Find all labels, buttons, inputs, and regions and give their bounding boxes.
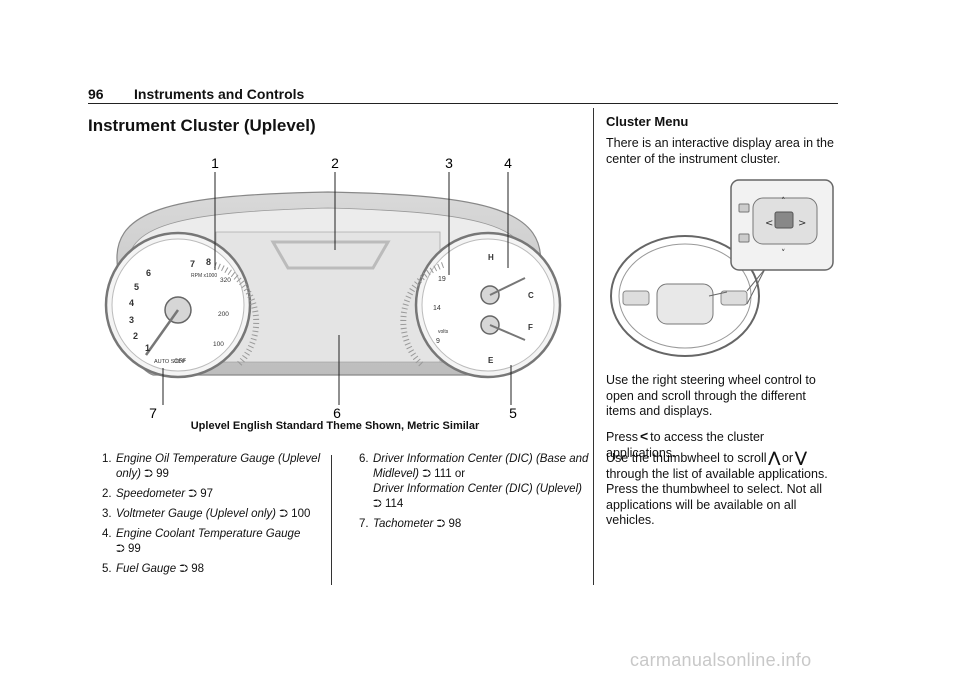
legend-list-right: 6.Driver Information Center (DIC) (Base … [359,452,589,537]
column-divider [331,455,332,585]
fuel-f-label: F [528,323,533,332]
ref-arrow-icon: ⮊ [436,518,446,530]
inset-down-chevron-icon: ˅ [781,249,786,259]
ref-arrow-icon: ⮊ [422,468,431,480]
thumbwheel-paragraph: Use the thumbwheel to scroll⋀or⋁through … [606,449,828,527]
page-link[interactable]: 99 [127,543,141,555]
figure-caption: Uplevel English Standard Theme Shown, Me… [190,420,480,432]
list-item: 2.Speedometer ⮊ 97 [102,488,213,500]
page-link[interactable]: 114 [384,498,404,510]
up-chevron-icon: ⋀ [768,449,780,465]
callout-7: 7 [149,405,157,420]
fuel-e-label: E [488,356,494,365]
list-item: 7.Tachometer ⮊ 98 [359,518,462,530]
ref-arrow-icon: ⮊ [373,498,382,510]
page-link[interactable]: 97 [200,488,213,500]
list-item: 5.Fuel Gauge ⮊ 98 [102,563,205,575]
ref-arrow-icon: ⮊ [144,468,153,480]
page-number: 96 [88,86,104,102]
auto-stop-label: AUTO STOP [154,359,186,365]
down-chevron-icon: ⋁ [795,449,807,465]
page-link[interactable]: 99 [156,468,169,480]
tach-tick-1: 1 [145,343,150,353]
left-chevron-icon: < [639,428,649,444]
auto-stop-off-label: OFF [174,359,186,365]
ref-arrow-icon: ⮊ [279,508,288,520]
page-heading: Instrument Cluster (Uplevel) [88,116,316,135]
page-link[interactable]: 98 [448,518,462,530]
page-link[interactable]: 111 [434,468,452,480]
tach-tick-6: 6 [146,268,151,278]
volts-label: volts [438,329,449,335]
callout-1: 1 [211,155,219,171]
instrument-cluster-illustration: 1 2 3 4 7 6 5 8 7 6 5 4 3 2 1 RPM x1000 … [104,155,562,420]
callout-4: 4 [504,155,512,171]
legend-list-left: 1.Engine Oil Temperature Gauge (Uplevel … [102,452,330,582]
tach-tick-8: 8 [206,257,211,267]
ref-arrow-icon: ⮊ [116,543,125,555]
oil-temp-tick-320: 320 [220,277,231,284]
tach-tick-2: 2 [133,331,138,341]
volt-tick-14: 14 [433,305,441,312]
tach-tick-5: 5 [134,282,139,292]
oil-temp-tick-100: 100 [213,341,224,348]
tach-tick-3: 3 [129,315,134,325]
page-link[interactable]: 98 [191,563,205,575]
tach-tick-4: 4 [129,298,134,308]
inset-right-chevron-icon: > [798,218,806,229]
header-rule [88,103,838,104]
callout-6: 6 [333,405,341,420]
inset-up-chevron-icon: ˄ [781,197,786,207]
oil-temp-tick-200: 200 [218,311,229,318]
tach-unit: RPM x1000 [191,273,217,279]
ref-arrow-icon: ⮊ [179,563,189,575]
steering-wheel-illustration: < > ˄ ˅ [610,179,834,357]
coolant-c-label: C [528,291,534,300]
press-paragraph: Press<to access the cluster applications… [606,428,765,460]
list-item: 3.Voltmeter Gauge (Uplevel only) ⮊ 100 [102,508,311,520]
volt-tick-9: 9 [436,338,440,345]
coolant-h-label: H [488,253,494,262]
page-link[interactable]: 100 [291,508,311,520]
inset-left-chevron-icon: < [765,218,773,229]
list-item: 4.Engine Coolant Temperature Gauge⮊ 99 [102,528,301,555]
volt-tick-19: 19 [438,276,446,283]
watermark: carmanualsonline.info [630,650,812,670]
ref-arrow-icon: ⮊ [188,488,197,500]
cluster-menu-heading: Cluster Menu [606,114,689,129]
column-divider [593,108,594,585]
steering-control-paragraph: Use the right steering wheel control to … [606,373,816,418]
list-item: 6.Driver Information Center (DIC) (Base … [359,453,589,510]
section-title: Instruments and Controls [134,86,305,102]
callout-5: 5 [509,405,517,420]
callout-3: 3 [445,155,453,171]
intro-paragraph: There is an interactive display area in … [606,136,834,166]
callout-2: 2 [331,155,339,171]
tach-tick-7: 7 [190,259,195,269]
list-item: 1.Engine Oil Temperature Gauge (Uplevel … [102,453,321,480]
